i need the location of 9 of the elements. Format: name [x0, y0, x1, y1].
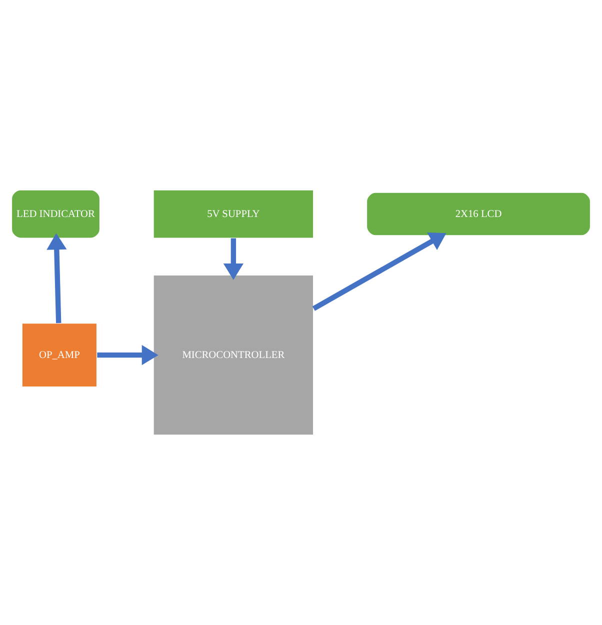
- arrow: [223, 238, 244, 280]
- node-box: MICROCONTROLLER: [153, 274, 314, 436]
- node-box: OP_AMP: [22, 322, 98, 388]
- node-box: LED INDICATOR: [11, 190, 100, 238]
- arrow: [46, 233, 67, 324]
- node-box: 5V SUPPLY: [153, 190, 314, 238]
- arrow: [97, 345, 158, 366]
- node-box: 2X16 LCD: [366, 192, 591, 236]
- arrow: [312, 232, 446, 311]
